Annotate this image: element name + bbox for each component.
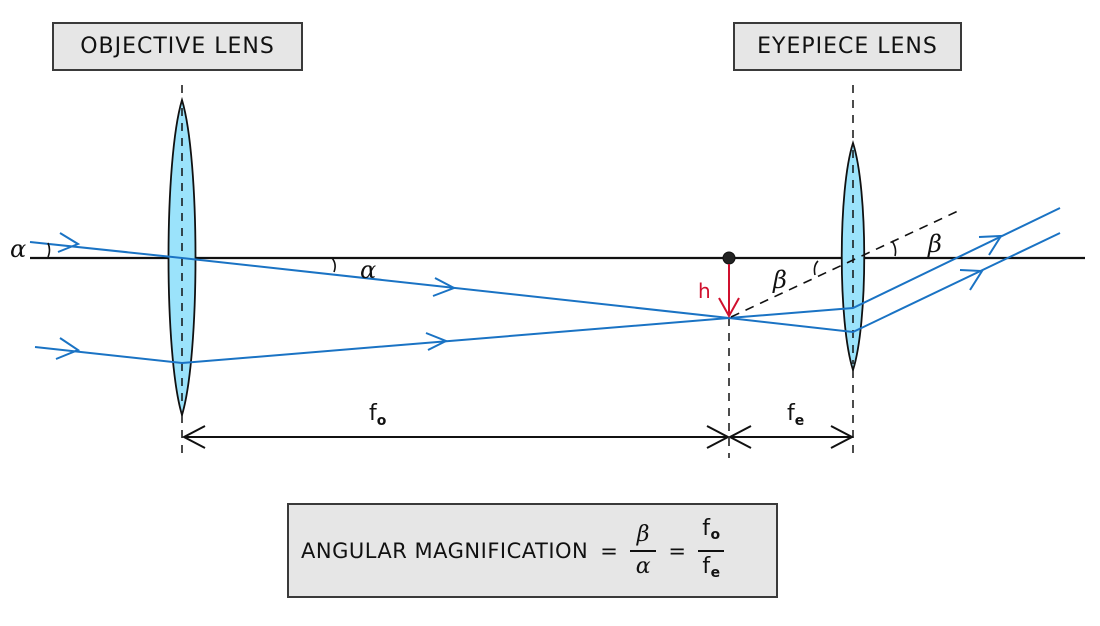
fraction-beta: β [636, 521, 650, 547]
fraction-fe-base: f [702, 553, 711, 579]
alpha-angle-arc-center [331, 257, 336, 273]
beta-label-left: β [772, 266, 787, 294]
fraction-fo-base: f [702, 515, 711, 541]
beta-label-right: β [927, 230, 942, 258]
alpha-label-center: α [360, 256, 376, 284]
ray-arrow-icon [978, 234, 1003, 256]
fo-left-arrowhead-icon [181, 425, 206, 449]
ray-arrow-icon [959, 269, 984, 291]
height-arrow [718, 264, 740, 319]
fe-label-sub: e [795, 413, 805, 429]
fe-right-arrowhead-icon [830, 425, 855, 449]
fraction-bar [698, 549, 725, 552]
fe-label-base: f [787, 401, 796, 426]
alpha-angle-arc-left [47, 242, 51, 258]
beta-angle-arc-left [813, 260, 819, 276]
fo-label-sub: o [377, 413, 387, 429]
focal-point-dot [722, 251, 736, 265]
formula-lhs: ANGULAR MAGNIFICATION [301, 538, 589, 563]
ray-arrow-icon [432, 277, 457, 297]
fraction-fo: fo [702, 515, 720, 549]
fe-left-arrowhead-icon [727, 425, 752, 449]
fo-over-fe-fraction: fo fe [698, 515, 725, 587]
formula-equals-1: = [600, 538, 619, 563]
fo-label-base: f [369, 401, 378, 426]
angular-magnification-formula: ANGULAR MAGNIFICATION = β α = fo fe [287, 503, 778, 598]
formula-equals-2: = [668, 538, 687, 563]
objective-lens-label-text: OBJECTIVE LENS [80, 34, 275, 59]
alpha-label-left: α [10, 235, 26, 263]
ray-arrow-icon [55, 337, 81, 360]
beta-over-alpha-fraction: β α [630, 521, 657, 581]
eyepiece-lens-label: EYEPIECE LENS [733, 22, 962, 71]
fraction-bar [630, 549, 657, 552]
fo-label: fo [369, 401, 387, 429]
ray-arrow-icon [425, 332, 449, 351]
ray-arrow-icon [57, 232, 81, 253]
beta-angle-arc-right [891, 240, 897, 257]
fraction-fe: fe [702, 553, 720, 587]
beta-construction-line [730, 210, 959, 318]
objective-lens-label: OBJECTIVE LENS [52, 22, 303, 71]
height-label: h [698, 279, 711, 303]
fraction-alpha: α [635, 553, 652, 579]
fe-label: fe [787, 401, 804, 429]
fraction-fo-sub: o [710, 526, 721, 543]
fraction-fe-sub: e [710, 564, 721, 581]
eyepiece-lens-label-text: EYEPIECE LENS [757, 34, 938, 59]
